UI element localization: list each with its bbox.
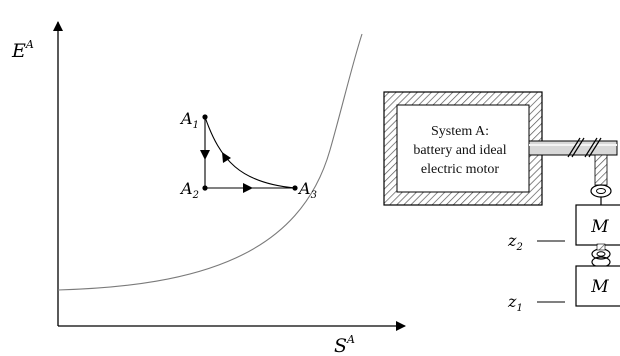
process-arrow-head-down xyxy=(200,150,210,160)
height-label-z2: z2 xyxy=(507,231,523,253)
system-box-line-2: battery and ideal xyxy=(413,143,507,158)
system-box-line-1: System A: xyxy=(431,124,489,139)
equilibrium-curve xyxy=(57,33,363,291)
upper-hook xyxy=(590,184,612,205)
x-axis-label: SA xyxy=(334,333,355,356)
state-label-A1: A1 xyxy=(179,109,199,131)
y-axis-label: EA xyxy=(11,38,34,62)
process-arrow-head-right xyxy=(243,183,253,193)
state-label-A2: A2 xyxy=(179,179,199,201)
system-box-inner xyxy=(396,104,530,193)
mass-lower xyxy=(575,265,620,307)
state-point-A3 xyxy=(292,185,298,191)
system-box xyxy=(383,91,543,206)
plot-axes xyxy=(53,21,406,331)
process-arrow-head-curve xyxy=(222,152,231,163)
process-curve-A1-A3 xyxy=(204,116,296,189)
mass-upper-label: M xyxy=(590,217,609,237)
lower-hook xyxy=(591,243,611,268)
state-point-A2 xyxy=(202,185,208,191)
state-point-A1 xyxy=(202,114,208,120)
mass-lower-label: M xyxy=(590,277,609,297)
system-box-label: System A: battery and ideal electric mot… xyxy=(402,122,518,179)
system-box-line-3: electric motor xyxy=(420,162,500,177)
state-label-A3: A3 xyxy=(297,179,317,201)
height-label-z1: z1 xyxy=(507,292,523,314)
